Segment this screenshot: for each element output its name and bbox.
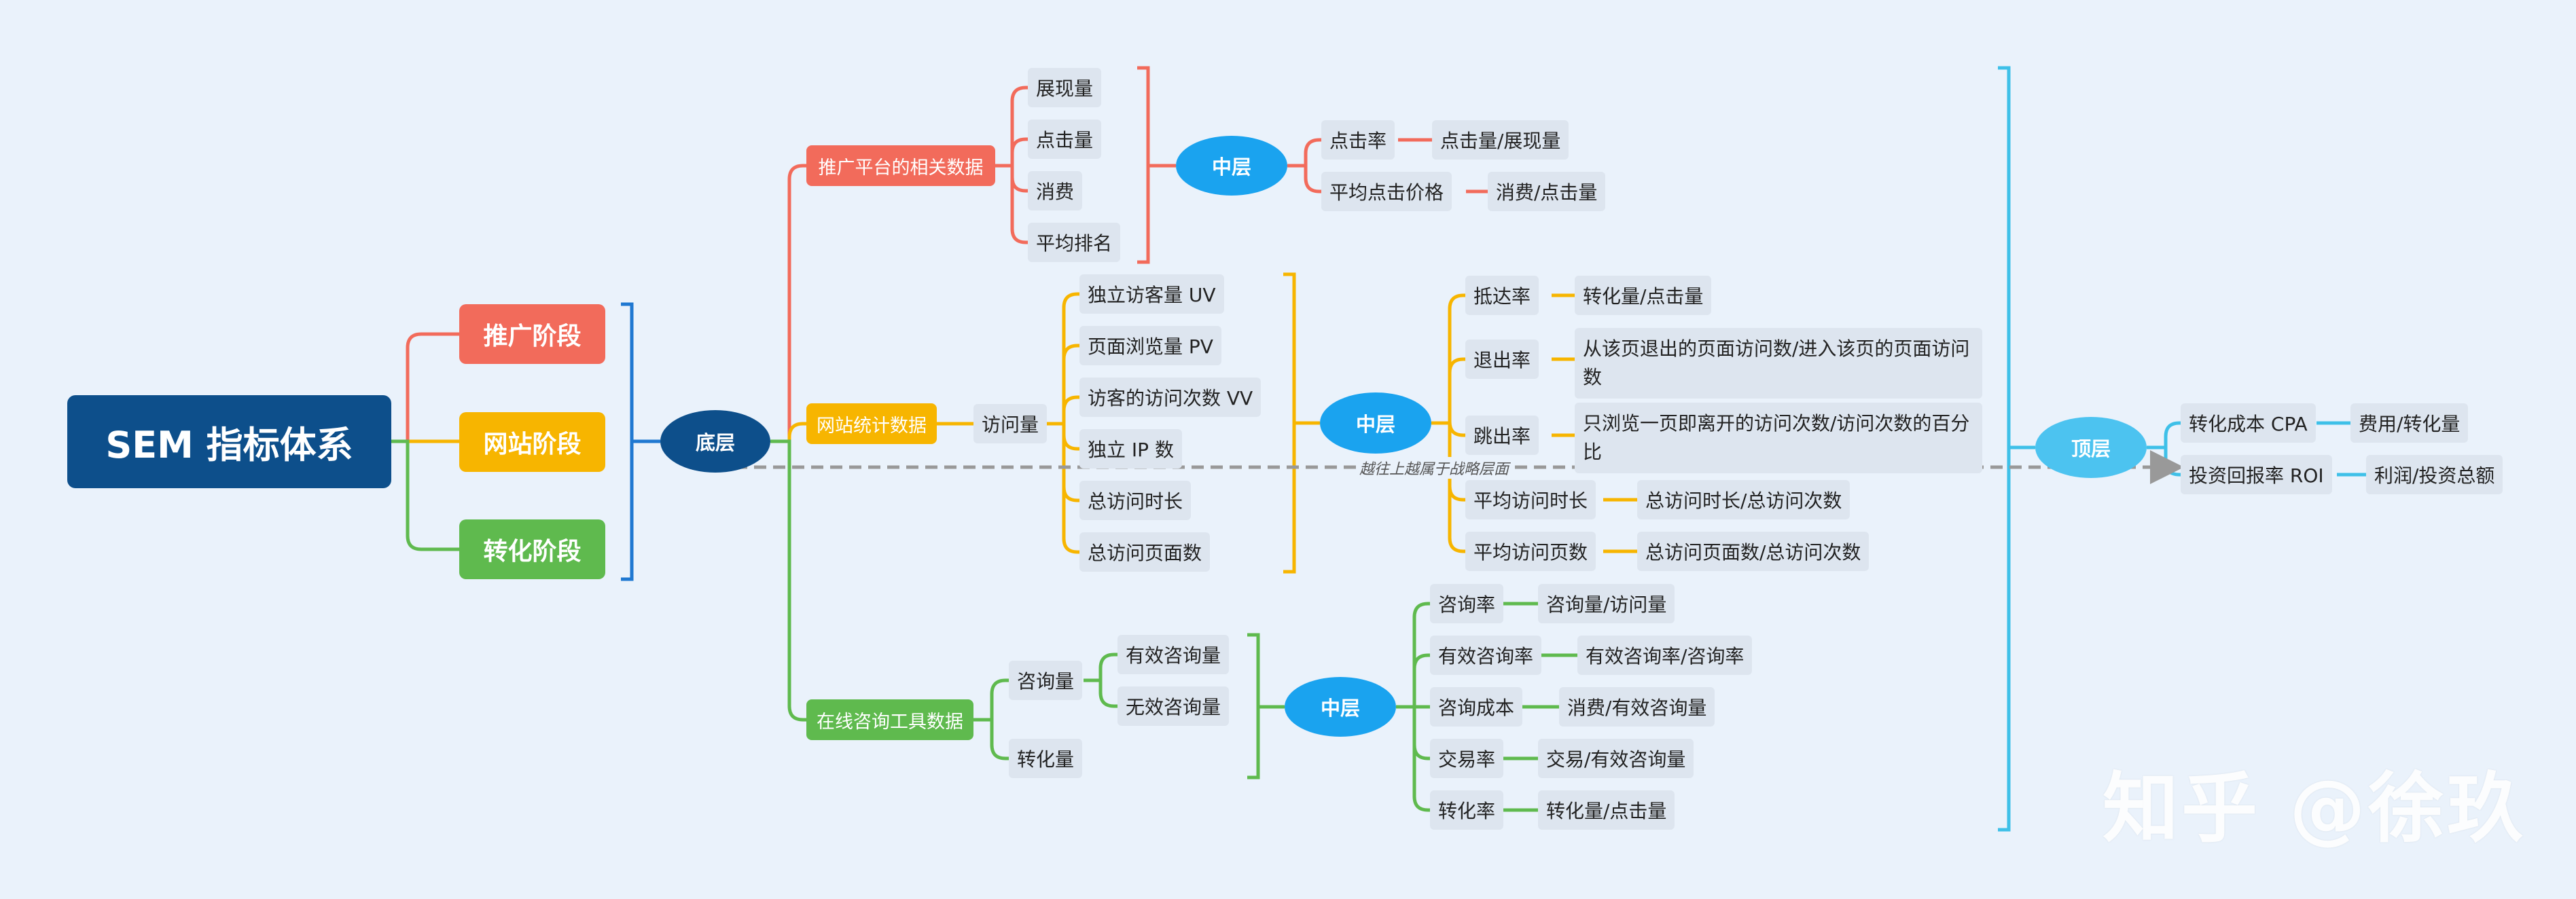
- top-metric-formula[interactable]: 利润/投资总额: [2366, 455, 2503, 494]
- metric-name[interactable]: 抵达率: [1465, 276, 1539, 315]
- visits-raw-line: [1046, 344, 1079, 426]
- mid-metric-line: [1431, 357, 1465, 425]
- metric-formula[interactable]: 有效咨询率/咨询率: [1577, 636, 1753, 675]
- inquiry-child-line: [1084, 678, 1117, 708]
- mid-layer-node[interactable]: 中层: [1285, 677, 1396, 737]
- strategy-annotation: 越往上越属于战略层面: [1357, 457, 1511, 479]
- metric-name[interactable]: 平均点击价格: [1321, 172, 1452, 211]
- raw-metric[interactable]: 访客的访问次数 VV: [1079, 378, 1262, 417]
- metric-name[interactable]: 交易率: [1430, 739, 1504, 778]
- metric-name[interactable]: 平均访问页数: [1465, 532, 1596, 571]
- metric-formula[interactable]: 点击量/展现量: [1432, 120, 1569, 160]
- top-metric-line: [2147, 421, 2181, 450]
- top-bracket: [1998, 66, 2011, 832]
- platform-raw-line: [995, 164, 1028, 244]
- raw-metric[interactable]: 展现量: [1028, 68, 1102, 107]
- consult-inquiry-line: [973, 678, 1009, 722]
- metric-formula[interactable]: 交易/有效咨询量: [1538, 739, 1694, 778]
- metric-name[interactable]: 有效咨询率: [1430, 636, 1542, 675]
- top-metric-formula[interactable]: 费用/转化量: [2350, 403, 2469, 443]
- raw-metric[interactable]: 总访问页面数: [1079, 532, 1211, 572]
- platform-data-node[interactable]: 推广平台的相关数据: [806, 145, 995, 186]
- platform-raw-line: [995, 137, 1028, 168]
- platform-raw-line: [995, 86, 1028, 168]
- consult-conversion-line: [973, 718, 1009, 760]
- root-to-stage-line: [391, 332, 459, 443]
- site-data-node[interactable]: 网站统计数据: [806, 403, 937, 444]
- root-to-stage-line: [391, 439, 459, 551]
- visits-node[interactable]: 访问量: [973, 404, 1048, 443]
- top-layer-node[interactable]: 顶层: [2035, 417, 2147, 478]
- visits-raw-line: [1046, 395, 1079, 426]
- stage-conversion[interactable]: 转化阶段: [459, 519, 605, 579]
- raw-metric[interactable]: 平均排名: [1028, 223, 1121, 262]
- raw-metric[interactable]: 独立访客量 UV: [1079, 274, 1224, 314]
- inquiry-child-line: [1084, 653, 1117, 682]
- metric-name[interactable]: 跳出率: [1465, 416, 1539, 455]
- bottom-to-site-line: [770, 422, 806, 443]
- raw-metric[interactable]: 总访问时长: [1079, 481, 1192, 520]
- bottom-to-platform-line: [770, 164, 806, 443]
- bottom-layer-node[interactable]: 底层: [660, 410, 770, 473]
- top-metric-name[interactable]: 投资回报率 ROI: [2181, 455, 2332, 494]
- top-metric-name[interactable]: 转化成本 CPA: [2181, 403, 2316, 443]
- root-node[interactable]: SEM 指标体系: [67, 395, 391, 488]
- raw-metric[interactable]: 无效咨询量: [1117, 686, 1230, 726]
- metric-name[interactable]: 咨询成本: [1430, 687, 1523, 727]
- inquiry-node[interactable]: 咨询量: [1009, 661, 1083, 700]
- metric-formula[interactable]: 消费/有效咨询量: [1559, 687, 1715, 727]
- mid-metric-line: [1287, 138, 1321, 168]
- metric-formula[interactable]: 转化量/点击量: [1538, 790, 1675, 830]
- raw-metric[interactable]: 消费: [1028, 171, 1083, 210]
- metric-name[interactable]: 咨询率: [1430, 584, 1504, 623]
- visits-raw-line: [1046, 292, 1079, 426]
- metric-formula[interactable]: 总访问时长/总访问次数: [1637, 480, 1850, 519]
- metric-name[interactable]: 转化率: [1430, 790, 1504, 830]
- metric-formula[interactable]: 转化量/点击量: [1575, 276, 1712, 315]
- stage-bracket: [621, 302, 634, 581]
- consult-data-node[interactable]: 在线咨询工具数据: [806, 699, 973, 740]
- top-metric-line: [2147, 445, 2181, 477]
- metric-formula[interactable]: 消费/点击量: [1488, 172, 1606, 211]
- metric-formula[interactable]: 只浏览一页即离开的访问次数/访问次数的百分比: [1575, 403, 1982, 473]
- metric-name[interactable]: 平均访问时长: [1465, 480, 1596, 519]
- raw-metric[interactable]: 有效咨询量: [1117, 635, 1230, 674]
- raw-metric[interactable]: 独立 IP 数: [1079, 429, 1182, 469]
- mid-metric-line: [1287, 164, 1321, 194]
- mid-metric-line: [1396, 705, 1430, 812]
- site-bracket: [1283, 272, 1296, 574]
- metric-formula[interactable]: 咨询量/访问量: [1538, 584, 1675, 623]
- watermark: 知乎 @徐玖: [2103, 765, 2526, 853]
- visits-raw-line: [1046, 422, 1079, 554]
- conversion-node[interactable]: 转化量: [1009, 739, 1083, 778]
- mid-layer-node[interactable]: 中层: [1320, 392, 1431, 454]
- platform-bracket: [1137, 66, 1150, 264]
- stage-website[interactable]: 网站阶段: [459, 412, 605, 472]
- mid-metric-line: [1431, 421, 1465, 553]
- metric-formula[interactable]: 从该页退出的页面访问数/进入该页的页面访问数: [1575, 328, 1982, 399]
- bottom-to-consult-line: [770, 439, 806, 722]
- mid-layer-node[interactable]: 中层: [1176, 136, 1287, 196]
- metric-formula[interactable]: 总访问页面数/总访问次数: [1637, 532, 1870, 571]
- stage-promotion[interactable]: 推广阶段: [459, 304, 605, 364]
- raw-metric[interactable]: 页面浏览量 PV: [1079, 326, 1221, 365]
- consult-bracket: [1247, 633, 1260, 779]
- mid-metric-line: [1396, 602, 1430, 709]
- raw-metric[interactable]: 点击量: [1028, 120, 1102, 159]
- metric-name[interactable]: 退出率: [1465, 340, 1539, 379]
- metric-name[interactable]: 点击率: [1321, 120, 1395, 160]
- mid-metric-line: [1431, 293, 1465, 425]
- mid-metric-line: [1396, 653, 1430, 709]
